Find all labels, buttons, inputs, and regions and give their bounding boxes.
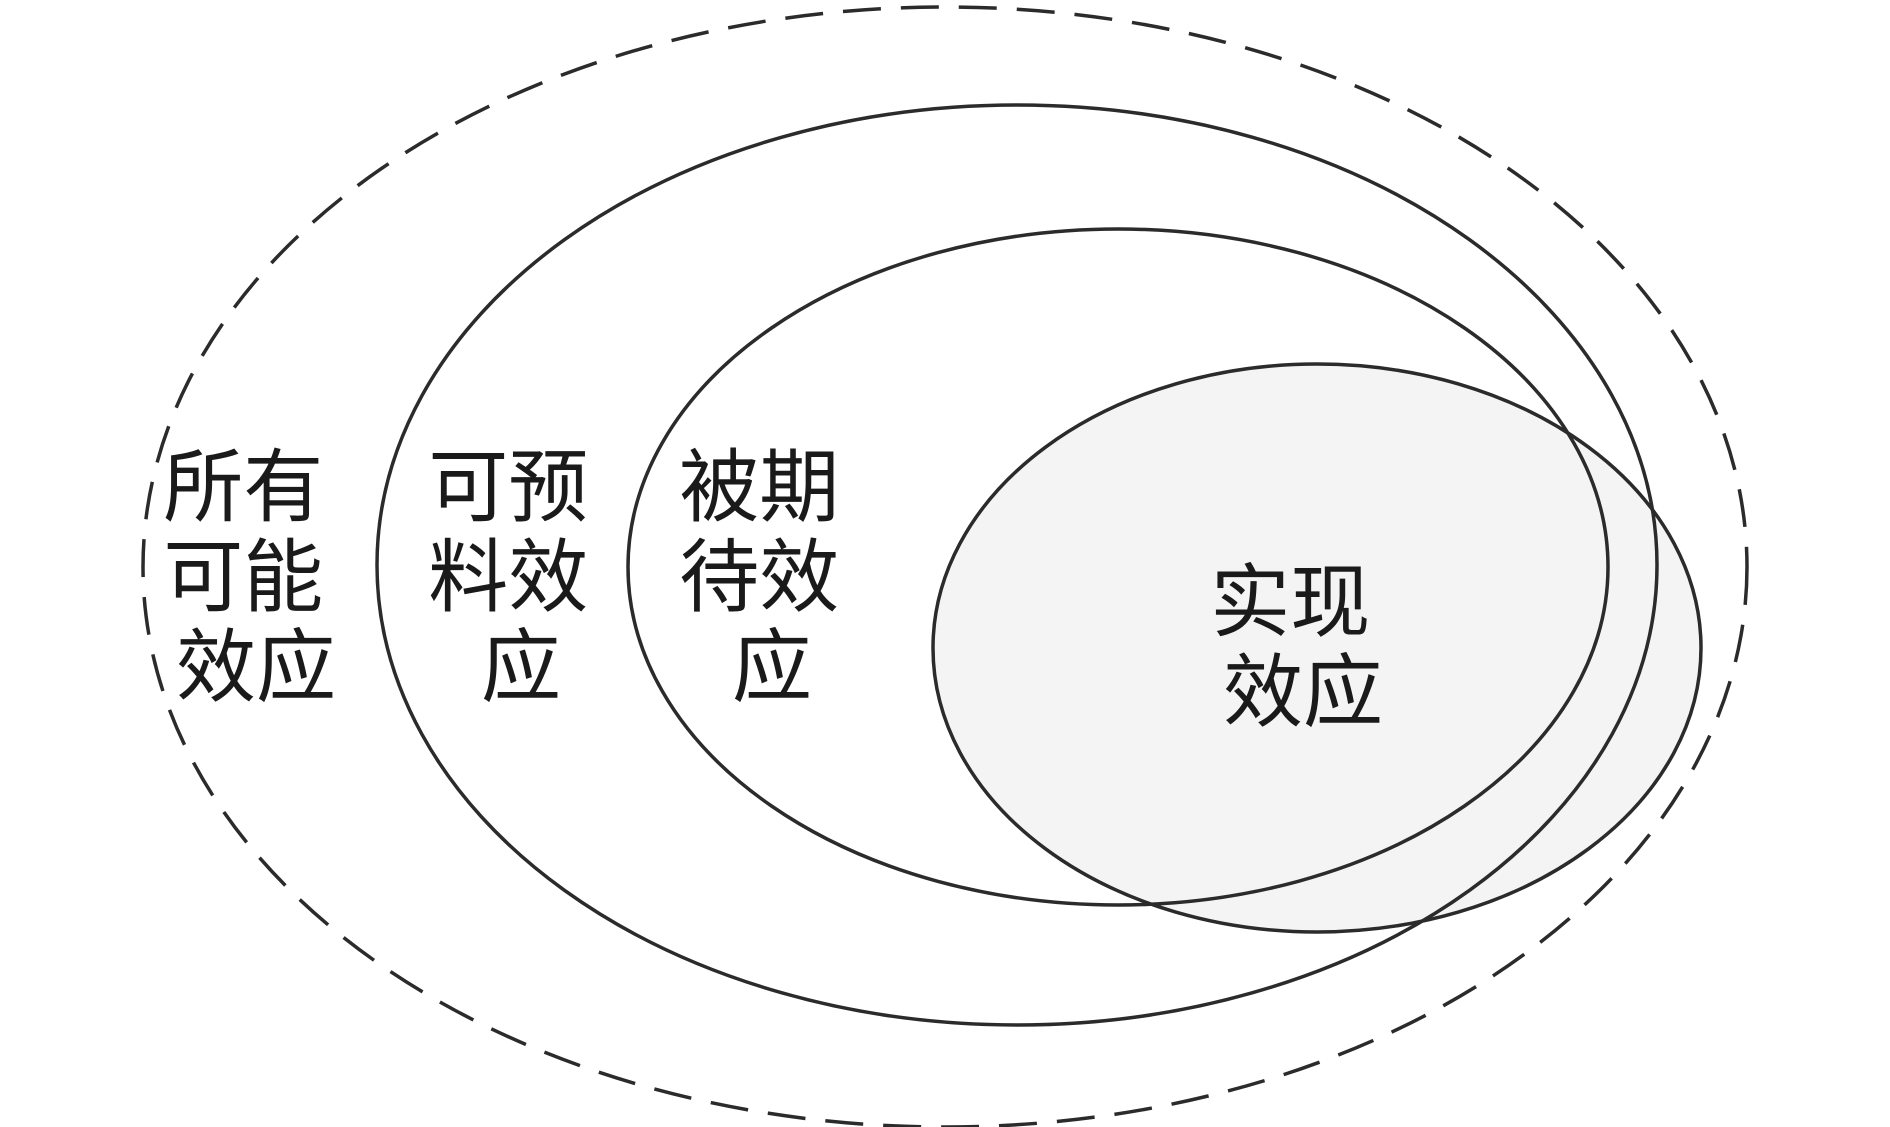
label-predictable-line-1: 可预 (428, 441, 588, 534)
label-all-possible-line-3: 效应 (176, 621, 336, 714)
label-all-possible-line-1: 所有 (163, 441, 323, 534)
label-realized-line-2: 效应 (1223, 646, 1383, 739)
label-expected-line-2: 待效 (679, 531, 839, 624)
all-possible-effects-ellipse (141, 5, 1749, 1127)
label-realized-effects: 实现 效应 (1210, 556, 1395, 739)
label-all-possible-line-2: 可能 (163, 531, 323, 624)
label-all-possible-effects: 所有 可能 效应 (163, 441, 348, 714)
realized-effects-ellipse (931, 362, 1703, 934)
label-predictable-effects: 可预 料效 应 (428, 441, 613, 714)
label-expected-effects: 被期 待效 应 (679, 441, 864, 714)
label-expected-line-3: 应 (732, 621, 812, 714)
predictable-effects-ellipse (375, 103, 1659, 1027)
label-realized-line-1: 实现 (1210, 556, 1370, 649)
expected-effects-ellipse (626, 227, 1610, 907)
label-predictable-line-3: 应 (481, 621, 561, 714)
label-predictable-line-2: 料效 (428, 531, 588, 624)
label-expected-line-1: 被期 (679, 441, 839, 534)
